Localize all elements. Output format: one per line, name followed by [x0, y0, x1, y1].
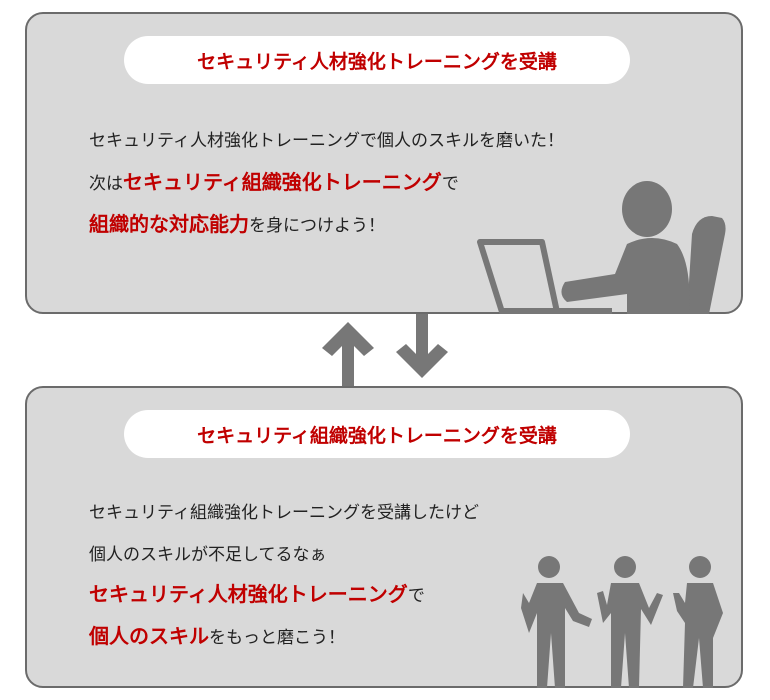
person-at-laptop-icon	[477, 181, 726, 314]
text: で	[441, 174, 459, 194]
text-line: 個人のスキルをもっと磨こう！	[89, 620, 345, 649]
text-line: 個人のスキルが不足してるなぁ	[89, 545, 327, 565]
up-arrow-icon	[322, 322, 374, 386]
text: で	[407, 586, 425, 606]
text: を身につけよう！	[249, 216, 385, 236]
text: 次は	[89, 174, 123, 194]
text-line: 組織的な対応能力を身につけよう！	[89, 208, 385, 237]
highlight: セキュリティ組織強化トレーニング	[123, 170, 442, 194]
highlight: 組織的な対応能力	[89, 212, 249, 236]
panel-title: セキュリティ組織強化トレーニングを受講	[124, 410, 630, 458]
organization-training-panel: セキュリティ組織強化トレーニングを受講 セキュリティ組織強化トレーニングを受講し…	[25, 386, 743, 688]
highlight: 個人のスキル	[89, 624, 209, 648]
highlight: セキュリティ人材強化トレーニング	[89, 582, 408, 606]
text-line: セキュリティ人材強化トレーニングで個人のスキルを磨いた！	[89, 131, 564, 151]
text-line: セキュリティ人材強化トレーニングで	[89, 578, 425, 607]
text: をもっと磨こう！	[209, 628, 345, 648]
text-line: 次はセキュリティ組織強化トレーニングで	[89, 166, 459, 195]
panel-title: セキュリティ人材強化トレーニングを受講	[124, 36, 630, 84]
individual-training-panel: セキュリティ人材強化トレーニングを受講 セキュリティ人材強化トレーニングで個人の…	[25, 12, 743, 314]
down-arrow-icon	[396, 314, 448, 378]
text-line: セキュリティ組織強化トレーニングを受講したけど	[89, 503, 479, 523]
team-of-people-icon	[521, 556, 723, 688]
